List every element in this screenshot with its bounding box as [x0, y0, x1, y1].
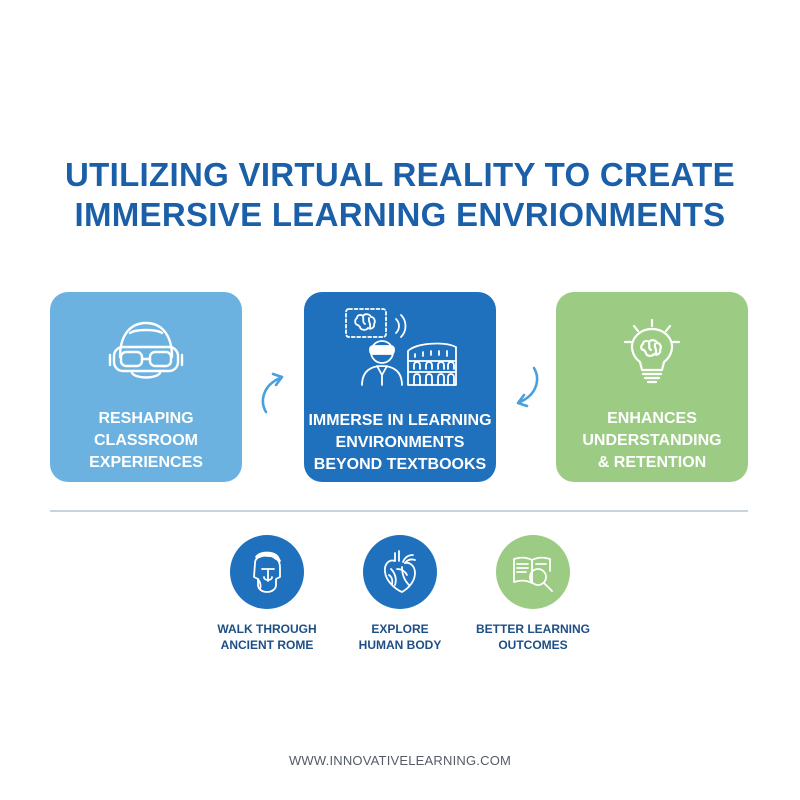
feature-label: BETTER LEARNING OUTCOMES	[476, 622, 590, 652]
card-label: IMMERSE IN LEARNING ENVIRONMENTS BEYOND …	[308, 412, 492, 473]
feature-label: WALK THROUGH ANCIENT ROME	[217, 622, 317, 652]
curved-arrow-left-icon	[516, 366, 539, 408]
title-line-1: UTILIZING VIRTUAL REALITY TO CREATE	[65, 156, 735, 193]
heart-anatomy-icon	[363, 535, 437, 609]
card-label: ENHANCES UNDERSTANDING & RETENTION	[582, 410, 722, 471]
divider	[50, 510, 748, 512]
feature-learning-outcomes: BETTER LEARNING OUTCOMES	[453, 535, 613, 653]
vr-user-colosseum-icon	[338, 306, 462, 386]
roman-helmet-icon	[230, 535, 304, 609]
card-enhances-understanding: ENHANCES UNDERSTANDING & RETENTION	[556, 292, 748, 482]
vr-headset-icon	[106, 316, 186, 386]
curved-arrow-right-icon	[261, 372, 284, 414]
feature-ancient-rome: WALK THROUGH ANCIENT ROME	[187, 535, 347, 653]
feature-human-body: EXPLORE HUMAN BODY	[320, 535, 480, 653]
card-label: RESHAPING CLASSROOM EXPERIENCES	[89, 410, 203, 471]
card-reshaping-classroom: RESHAPING CLASSROOM EXPERIENCES	[50, 292, 242, 482]
book-magnifier-icon	[496, 535, 570, 609]
feature-label: EXPLORE HUMAN BODY	[358, 622, 442, 652]
lightbulb-brain-icon	[612, 316, 692, 386]
page-title: UTILIZING VIRTUAL REALITY TO CREATE IMME…	[0, 155, 800, 235]
title-line-2: IMMERSIVE LEARNING ENVRIONMENTS	[74, 196, 726, 233]
card-immerse-learning: IMMERSE IN LEARNING ENVIRONMENTS BEYOND …	[304, 292, 496, 482]
footer-url[interactable]: WWW.INNOVATIVELEARNING.COM	[288, 753, 512, 768]
